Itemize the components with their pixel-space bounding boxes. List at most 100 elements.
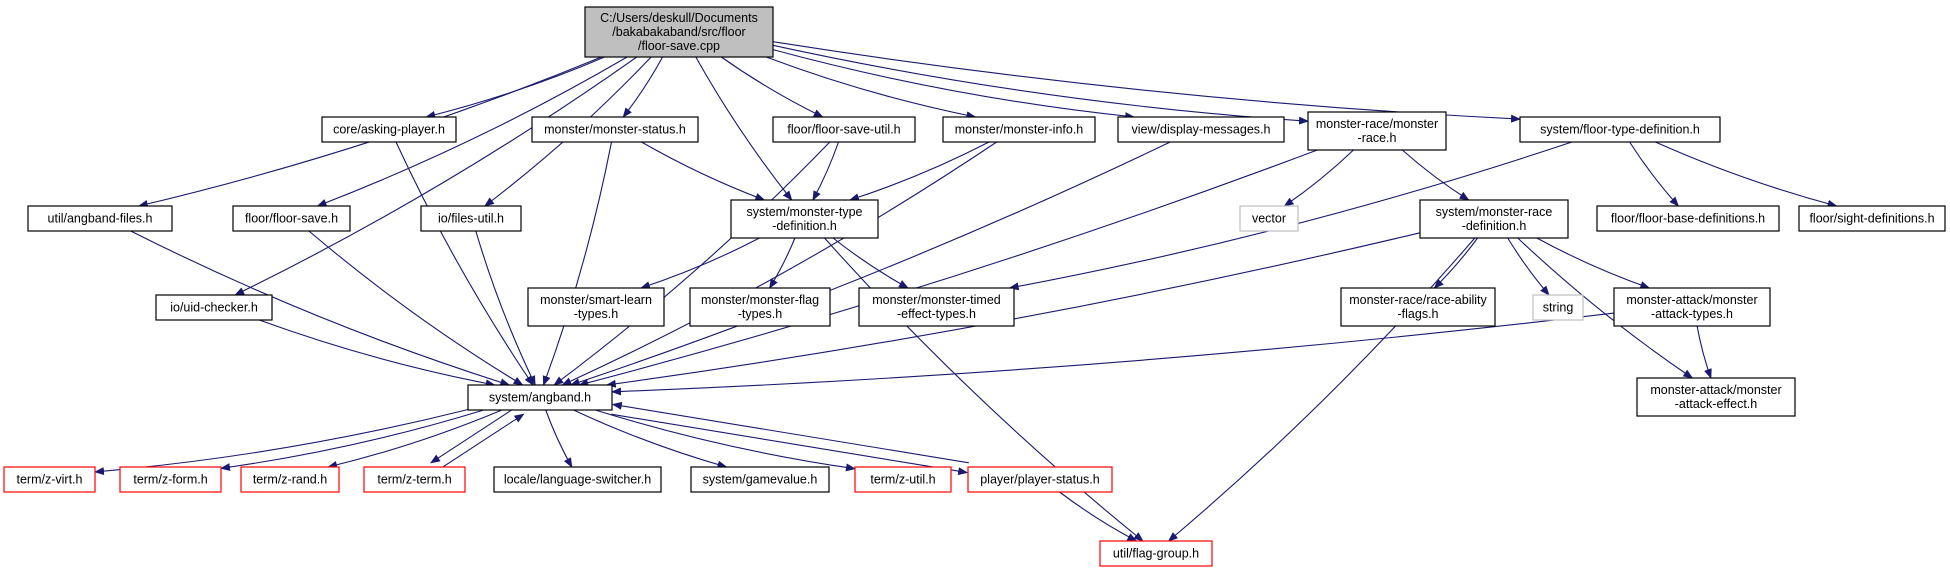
node-vector: vector <box>1239 205 1299 232</box>
node-box <box>363 466 466 493</box>
node-flag-group: util/flag-group.h <box>1099 540 1213 567</box>
node-box <box>493 466 662 493</box>
node-label: -attack-types.h <box>1651 307 1733 321</box>
edges-layer <box>94 41 1838 542</box>
node-label: io/uid-checker.h <box>170 300 258 314</box>
node-label: monster/monster-timed <box>872 293 1001 307</box>
node-smart-learn[interactable]: monster/smart-learn-types.h <box>527 287 665 327</box>
node-attack-types[interactable]: monster-attack/monster-attack-types.h <box>1613 287 1771 327</box>
node-label: floor/sight-definitions.h <box>1809 211 1934 225</box>
edge-player-status-to-angband-h <box>611 401 969 464</box>
node-floor-save-h[interactable]: floor/floor-save.h <box>232 205 351 232</box>
node-box <box>3 466 96 493</box>
node-monster-race[interactable]: monster-race/monster-race.h <box>1307 111 1447 151</box>
node-box <box>690 466 830 493</box>
edge-monster-race-def-to-race-ability <box>1433 237 1479 289</box>
edge-monster-status-to-angband-h <box>542 141 613 386</box>
node-lang-switcher[interactable]: locale/language-switcher.h <box>493 466 662 493</box>
node-label: monster-race/race-ability <box>1349 293 1487 307</box>
node-label: system/floor-type-definition.h <box>1540 122 1700 136</box>
node-sight-defs[interactable]: floor/sight-definitions.h <box>1798 205 1946 232</box>
edge-monster-race-to-monster-race-def <box>1401 149 1470 201</box>
node-box <box>730 199 879 239</box>
edge-floor-save-h-to-angband-h <box>308 230 524 386</box>
node-monster-timed[interactable]: monster/monster-timed-effect-types.h <box>858 287 1015 327</box>
edge-monster-type-def-to-monster-flag <box>769 237 796 289</box>
node-label: term/z-form.h <box>133 472 207 486</box>
node-box <box>1307 111 1447 151</box>
node-box <box>531 116 699 143</box>
node-monster-info[interactable]: monster/monster-info.h <box>942 116 1096 143</box>
node-label: -race.h <box>1358 131 1397 145</box>
node-z-virt: term/z-virt.h <box>3 466 96 493</box>
node-monster-race-def[interactable]: system/monster-race-definition.h <box>1419 199 1569 239</box>
edge-z-term-to-angband-h <box>436 413 525 472</box>
edge-root-to-monster-info <box>766 56 977 120</box>
node-monster-status[interactable]: monster/monster-status.h <box>531 116 699 143</box>
node-monster-flag[interactable]: monster/monster-flag-types.h <box>689 287 831 327</box>
node-monster-type-def[interactable]: system/monster-type-definition.h <box>730 199 879 239</box>
node-label: io/files-util.h <box>438 211 504 225</box>
node-label: -effect-types.h <box>897 307 976 321</box>
node-uid-checker[interactable]: io/uid-checker.h <box>155 294 273 321</box>
node-asking-player[interactable]: core/asking-player.h <box>321 116 457 143</box>
node-box <box>155 294 273 321</box>
edge-attack-types-to-attack-effect <box>1696 325 1712 379</box>
node-label: monster-race/monster <box>1316 117 1438 131</box>
node-label: floor/floor-save.h <box>245 211 338 225</box>
node-label: -types.h <box>574 307 619 321</box>
node-box <box>1340 287 1496 327</box>
edge-attack-types-to-angband-h <box>611 312 1615 396</box>
node-z-term: term/z-term.h <box>363 466 466 493</box>
edge-monster-race-def-to-attack-effect <box>1517 237 1694 379</box>
node-root[interactable]: C:/Users/deskull/Documents/bakabakaband/… <box>584 6 774 58</box>
node-files-util[interactable]: io/files-util.h <box>420 205 522 232</box>
node-race-ability[interactable]: monster-race/race-ability-flags.h <box>1340 287 1496 327</box>
node-label: /bakabakaband/src/floor <box>612 25 745 39</box>
node-floor-save-util[interactable]: floor/floor-save-util.h <box>772 116 916 143</box>
edge-monster-race-def-to-flag-group <box>1167 237 1476 542</box>
node-box <box>232 205 351 232</box>
node-display-messages[interactable]: view/display-messages.h <box>1117 116 1285 143</box>
edge-angband-h-to-z-util <box>595 409 856 472</box>
node-label: monster/smart-learn <box>540 293 652 307</box>
node-label: monster/monster-status.h <box>544 122 686 136</box>
edge-floor-save-util-to-monster-type-def <box>812 141 840 201</box>
edge-root-to-asking-player <box>425 56 605 119</box>
edge-monster-status-to-monster-type-def <box>641 141 766 201</box>
node-label: core/asking-player.h <box>333 122 445 136</box>
node-label: -types.h <box>738 307 783 321</box>
node-label: system/gamevalue.h <box>703 472 818 486</box>
edge-floor-type-def-to-sight-defs <box>1655 141 1838 208</box>
node-label: system/monster-type <box>746 205 862 219</box>
node-label: floor/floor-base-definitions.h <box>1611 211 1765 225</box>
node-angband-h[interactable]: system/angband.h <box>467 384 613 411</box>
edge-player-status-to-flag-group <box>1059 491 1138 542</box>
node-gamevalue[interactable]: system/gamevalue.h <box>690 466 830 493</box>
edge-monster-type-def-to-smart-learn <box>640 237 760 289</box>
edge-monster-race-def-to-attack-types <box>1536 237 1651 289</box>
node-angband-files[interactable]: util/angband-files.h <box>27 205 173 232</box>
node-label: term/z-term.h <box>377 472 451 486</box>
node-label: system/angband.h <box>489 390 591 404</box>
node-label: system/monster-race <box>1436 205 1553 219</box>
node-label: string <box>1543 300 1574 314</box>
node-floor-base-defs[interactable]: floor/floor-base-definitions.h <box>1596 205 1780 232</box>
edge-angband-h-to-z-term <box>430 405 519 464</box>
edge-root-to-monster-status <box>622 56 664 118</box>
edge-monster-race-to-angband-h <box>578 149 1318 387</box>
node-floor-type-def[interactable]: system/floor-type-definition.h <box>1519 116 1721 143</box>
edge-root-to-display-messages <box>772 49 1136 121</box>
edge-uid-checker-to-angband-h <box>259 319 496 388</box>
node-z-util: term/z-util.h <box>854 466 952 493</box>
edge-display-messages-to-angband-h <box>569 141 1171 386</box>
edge-root-to-floor-type-def <box>772 41 1521 123</box>
edge-floor-type-def-to-floor-base-defs <box>1629 141 1680 207</box>
node-label: util/angband-files.h <box>48 211 153 225</box>
node-box <box>1117 116 1285 143</box>
node-attack-effect[interactable]: monster-attack/monster-attack-effect.h <box>1636 377 1796 417</box>
node-z-rand: term/z-rand.h <box>240 466 340 493</box>
node-label: floor/floor-save-util.h <box>787 122 900 136</box>
node-label: term/z-rand.h <box>253 472 327 486</box>
node-box <box>27 205 173 232</box>
